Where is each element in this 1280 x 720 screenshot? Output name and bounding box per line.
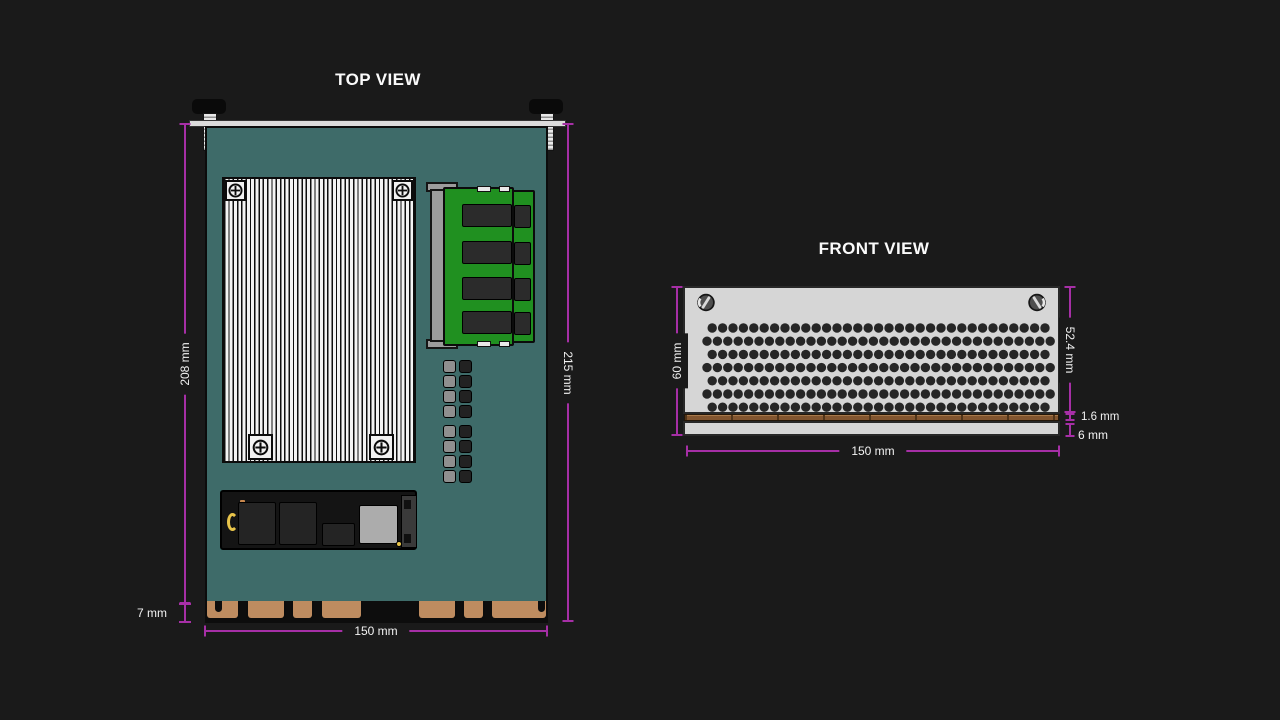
- edge-connector-fingers: [205, 601, 548, 623]
- nand-chip: [279, 502, 317, 545]
- top-view: TOP VIEW: [137, 70, 579, 639]
- dim-208mm-label: 208 mm: [173, 332, 196, 395]
- edge-finger: [462, 601, 485, 620]
- edge-finger: [490, 601, 548, 620]
- header-pin: [459, 405, 472, 418]
- ssd-controller-chip: [359, 505, 398, 544]
- front-faceplate: [683, 286, 1060, 414]
- header-pin: [459, 390, 472, 403]
- header-pin: [443, 455, 456, 468]
- dim-52-4mm: 52.4 mm: [1058, 286, 1081, 413]
- pcb-edge-band: [684, 414, 1059, 421]
- left-thumbscrew-knob: [192, 99, 226, 114]
- dim-1-6mm-label: 1.6 mm: [1081, 411, 1120, 423]
- ssd-label-arc: [227, 513, 238, 531]
- dim-150mm-top-view: 150 mm: [204, 623, 548, 639]
- dim-6mm-label: 6 mm: [1078, 428, 1108, 442]
- header-pin: [459, 360, 472, 373]
- heatsink-screw-bottom-left: [248, 434, 273, 460]
- header-pin: [443, 375, 456, 388]
- heatsink-screw-top-right: [392, 180, 413, 201]
- header-pin: [443, 470, 456, 483]
- ram-chip: [462, 311, 512, 334]
- dim-215mm-label: 215 mm: [556, 341, 579, 404]
- front-view-title: FRONT VIEW: [818, 239, 930, 258]
- heatsink-screw-top-left: [225, 180, 246, 201]
- dim-208mm: 208 mm: [173, 123, 196, 604]
- header-pin: [443, 405, 456, 418]
- top-view-title: TOP VIEW: [335, 70, 421, 89]
- header-pin: [443, 440, 456, 453]
- faceplate-screw-left: [695, 292, 717, 313]
- phillips-screw-icon: [252, 439, 269, 455]
- heatsink-screw-bottom-right: [369, 434, 394, 460]
- header-pin: [459, 455, 472, 468]
- edge-finger: [417, 601, 457, 620]
- edge-finger: [205, 601, 240, 620]
- m2-edge-connector: [401, 495, 417, 548]
- cpu-heatsink: [222, 177, 416, 463]
- base-strip: [683, 421, 1060, 436]
- gpio-pin-header: [443, 360, 475, 484]
- dim-60mm: 60 mm: [665, 286, 688, 436]
- faceplate-screw-right: [1026, 292, 1048, 313]
- slotted-screw-icon: [697, 293, 715, 312]
- header-pin: [443, 360, 456, 373]
- right-thumbscrew-knob: [529, 99, 563, 114]
- phillips-screw-icon: [228, 183, 243, 198]
- edge-finger: [246, 601, 286, 620]
- dram-chip: [322, 523, 355, 546]
- ram-module-front: [443, 186, 514, 347]
- header-pin: [459, 470, 472, 483]
- header-pin: [459, 440, 472, 453]
- header-pin: [443, 425, 456, 438]
- edge-finger: [320, 601, 363, 620]
- dim-150mm-front-view: 150 mm: [686, 443, 1060, 459]
- m2-ssd: [220, 490, 417, 550]
- ram-chip: [462, 204, 512, 227]
- dim-52-4mm-label: 52.4 mm: [1058, 317, 1081, 382]
- header-pin: [459, 425, 472, 438]
- dim-6mm-bracket: [1065, 423, 1074, 437]
- front-view: FRONT VIEW 60 mm 52.4 mm 1.6 mm: [640, 0, 1280, 720]
- dim-7mm-label: 7 mm: [137, 606, 167, 620]
- ram-chip: [462, 277, 512, 300]
- ram-chip: [462, 241, 512, 264]
- ventilation-holes: [702, 323, 1055, 412]
- phillips-screw-icon: [395, 183, 410, 198]
- dim-7mm-bracket: [179, 603, 191, 623]
- dim-150mm-front-label: 150 mm: [839, 443, 907, 459]
- slotted-screw-icon: [1028, 293, 1046, 312]
- edge-finger: [291, 601, 314, 620]
- dim-150mm-label: 150 mm: [342, 623, 410, 639]
- dim-60mm-label: 60 mm: [665, 333, 688, 389]
- nand-chip: [238, 502, 276, 545]
- header-pin: [459, 375, 472, 388]
- dim-215mm: 215 mm: [556, 123, 579, 622]
- phillips-screw-icon: [373, 439, 390, 455]
- header-pin: [443, 390, 456, 403]
- dim-1-6mm-bracket: [1065, 413, 1074, 421]
